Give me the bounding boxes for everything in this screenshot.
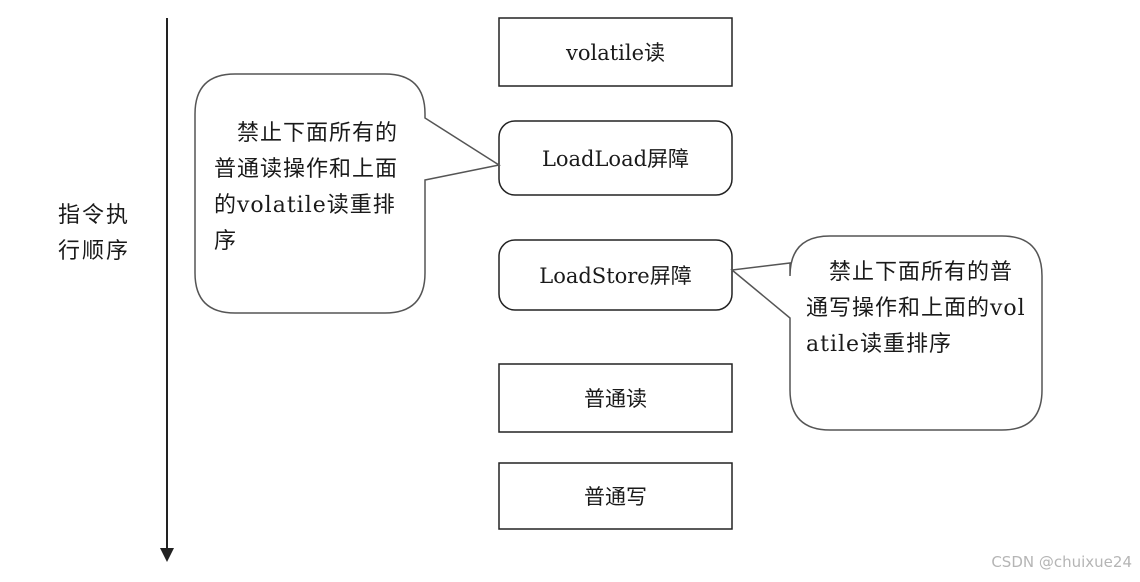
box-loadload-barrier-label: LoadLoad屏障	[541, 147, 690, 171]
box-normal-write-label: 普通写	[584, 485, 647, 509]
callout-left-bubble	[194, 73, 501, 314]
box-normal-read-label: 普通读	[584, 387, 647, 411]
box-loadload-barrier	[498, 120, 733, 196]
box-volatile-read-label: volatile读	[565, 41, 666, 65]
box-volatile-read	[498, 17, 733, 87]
box-normal-write	[498, 462, 733, 530]
callout-left-text: 禁止下面所有的普通读操作和上面的volatile读重排序	[214, 121, 399, 254]
callout-right-bubble	[730, 235, 1043, 431]
timeline-arrowhead	[160, 548, 174, 562]
watermark: CSDN @chuixue24	[991, 553, 1132, 571]
execution-order-label: 指令执行顺序	[58, 203, 131, 264]
box-loadstore-barrier-label: LoadStore屏障	[539, 264, 692, 288]
box-loadstore-barrier	[498, 239, 733, 311]
callout-right-text: 禁止下面所有的普通写操作和上面的volatile读重排序	[806, 260, 1026, 357]
box-normal-read	[498, 363, 733, 433]
